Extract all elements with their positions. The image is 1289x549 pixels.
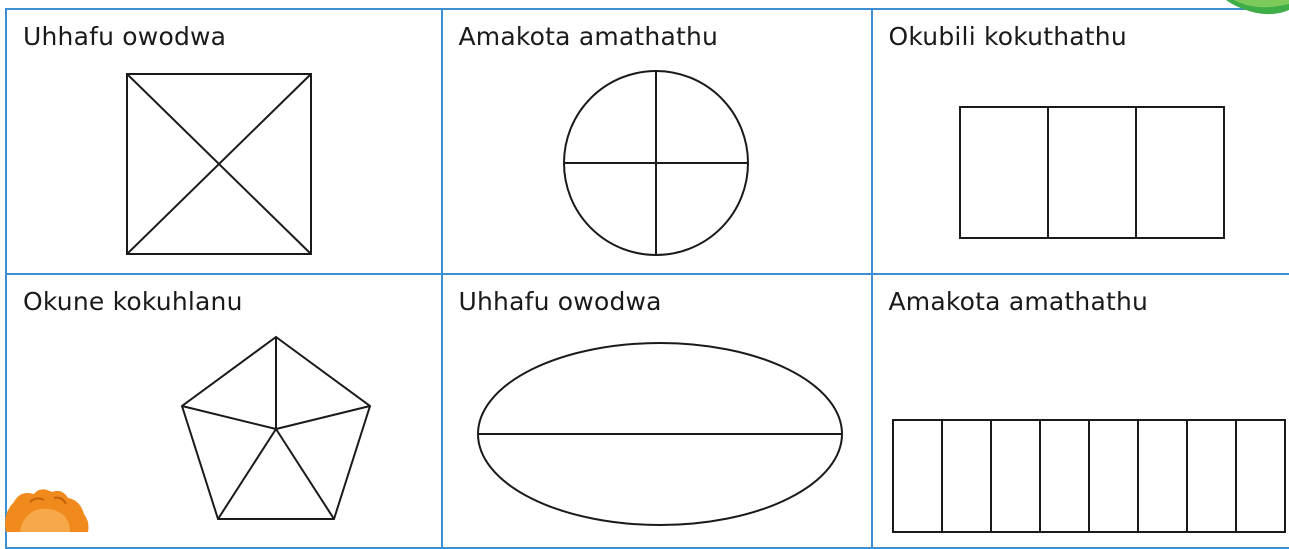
- rectangle-in-thirds: [956, 103, 1228, 242]
- fraction-label-4: Okune kokuhlanu: [23, 287, 243, 316]
- square-with-diagonals: [123, 70, 315, 260]
- fraction-cell-5: Uhhafu owodwa: [441, 273, 874, 549]
- fraction-cell-3: Okubili kokuthathu: [871, 8, 1289, 275]
- fraction-cell-1: Uhhafu owodwa: [5, 8, 443, 275]
- circle-in-quarters: [560, 67, 752, 259]
- ellipse-in-halves: [474, 339, 846, 529]
- fraction-label-2: Amakota amathathu: [459, 22, 719, 51]
- fraction-label-3: Okubili kokuthathu: [889, 22, 1127, 51]
- fraction-cell-6: Amakota amathathu: [871, 273, 1289, 549]
- pentagon-in-fifths: [174, 333, 374, 543]
- corner-leaf-icon: [1226, 0, 1289, 18]
- fractions-worksheet-grid: Uhhafu owodwa Amakota amathathu Okubili …: [5, 8, 1289, 548]
- rectangle-in-eighths: [889, 416, 1289, 536]
- fraction-label-6: Amakota amathathu: [889, 287, 1149, 316]
- fraction-cell-2: Amakota amathathu: [441, 8, 874, 275]
- fraction-label-1: Uhhafu owodwa: [23, 22, 226, 51]
- mascot-icon: [0, 486, 92, 532]
- fraction-label-5: Uhhafu owodwa: [459, 287, 662, 316]
